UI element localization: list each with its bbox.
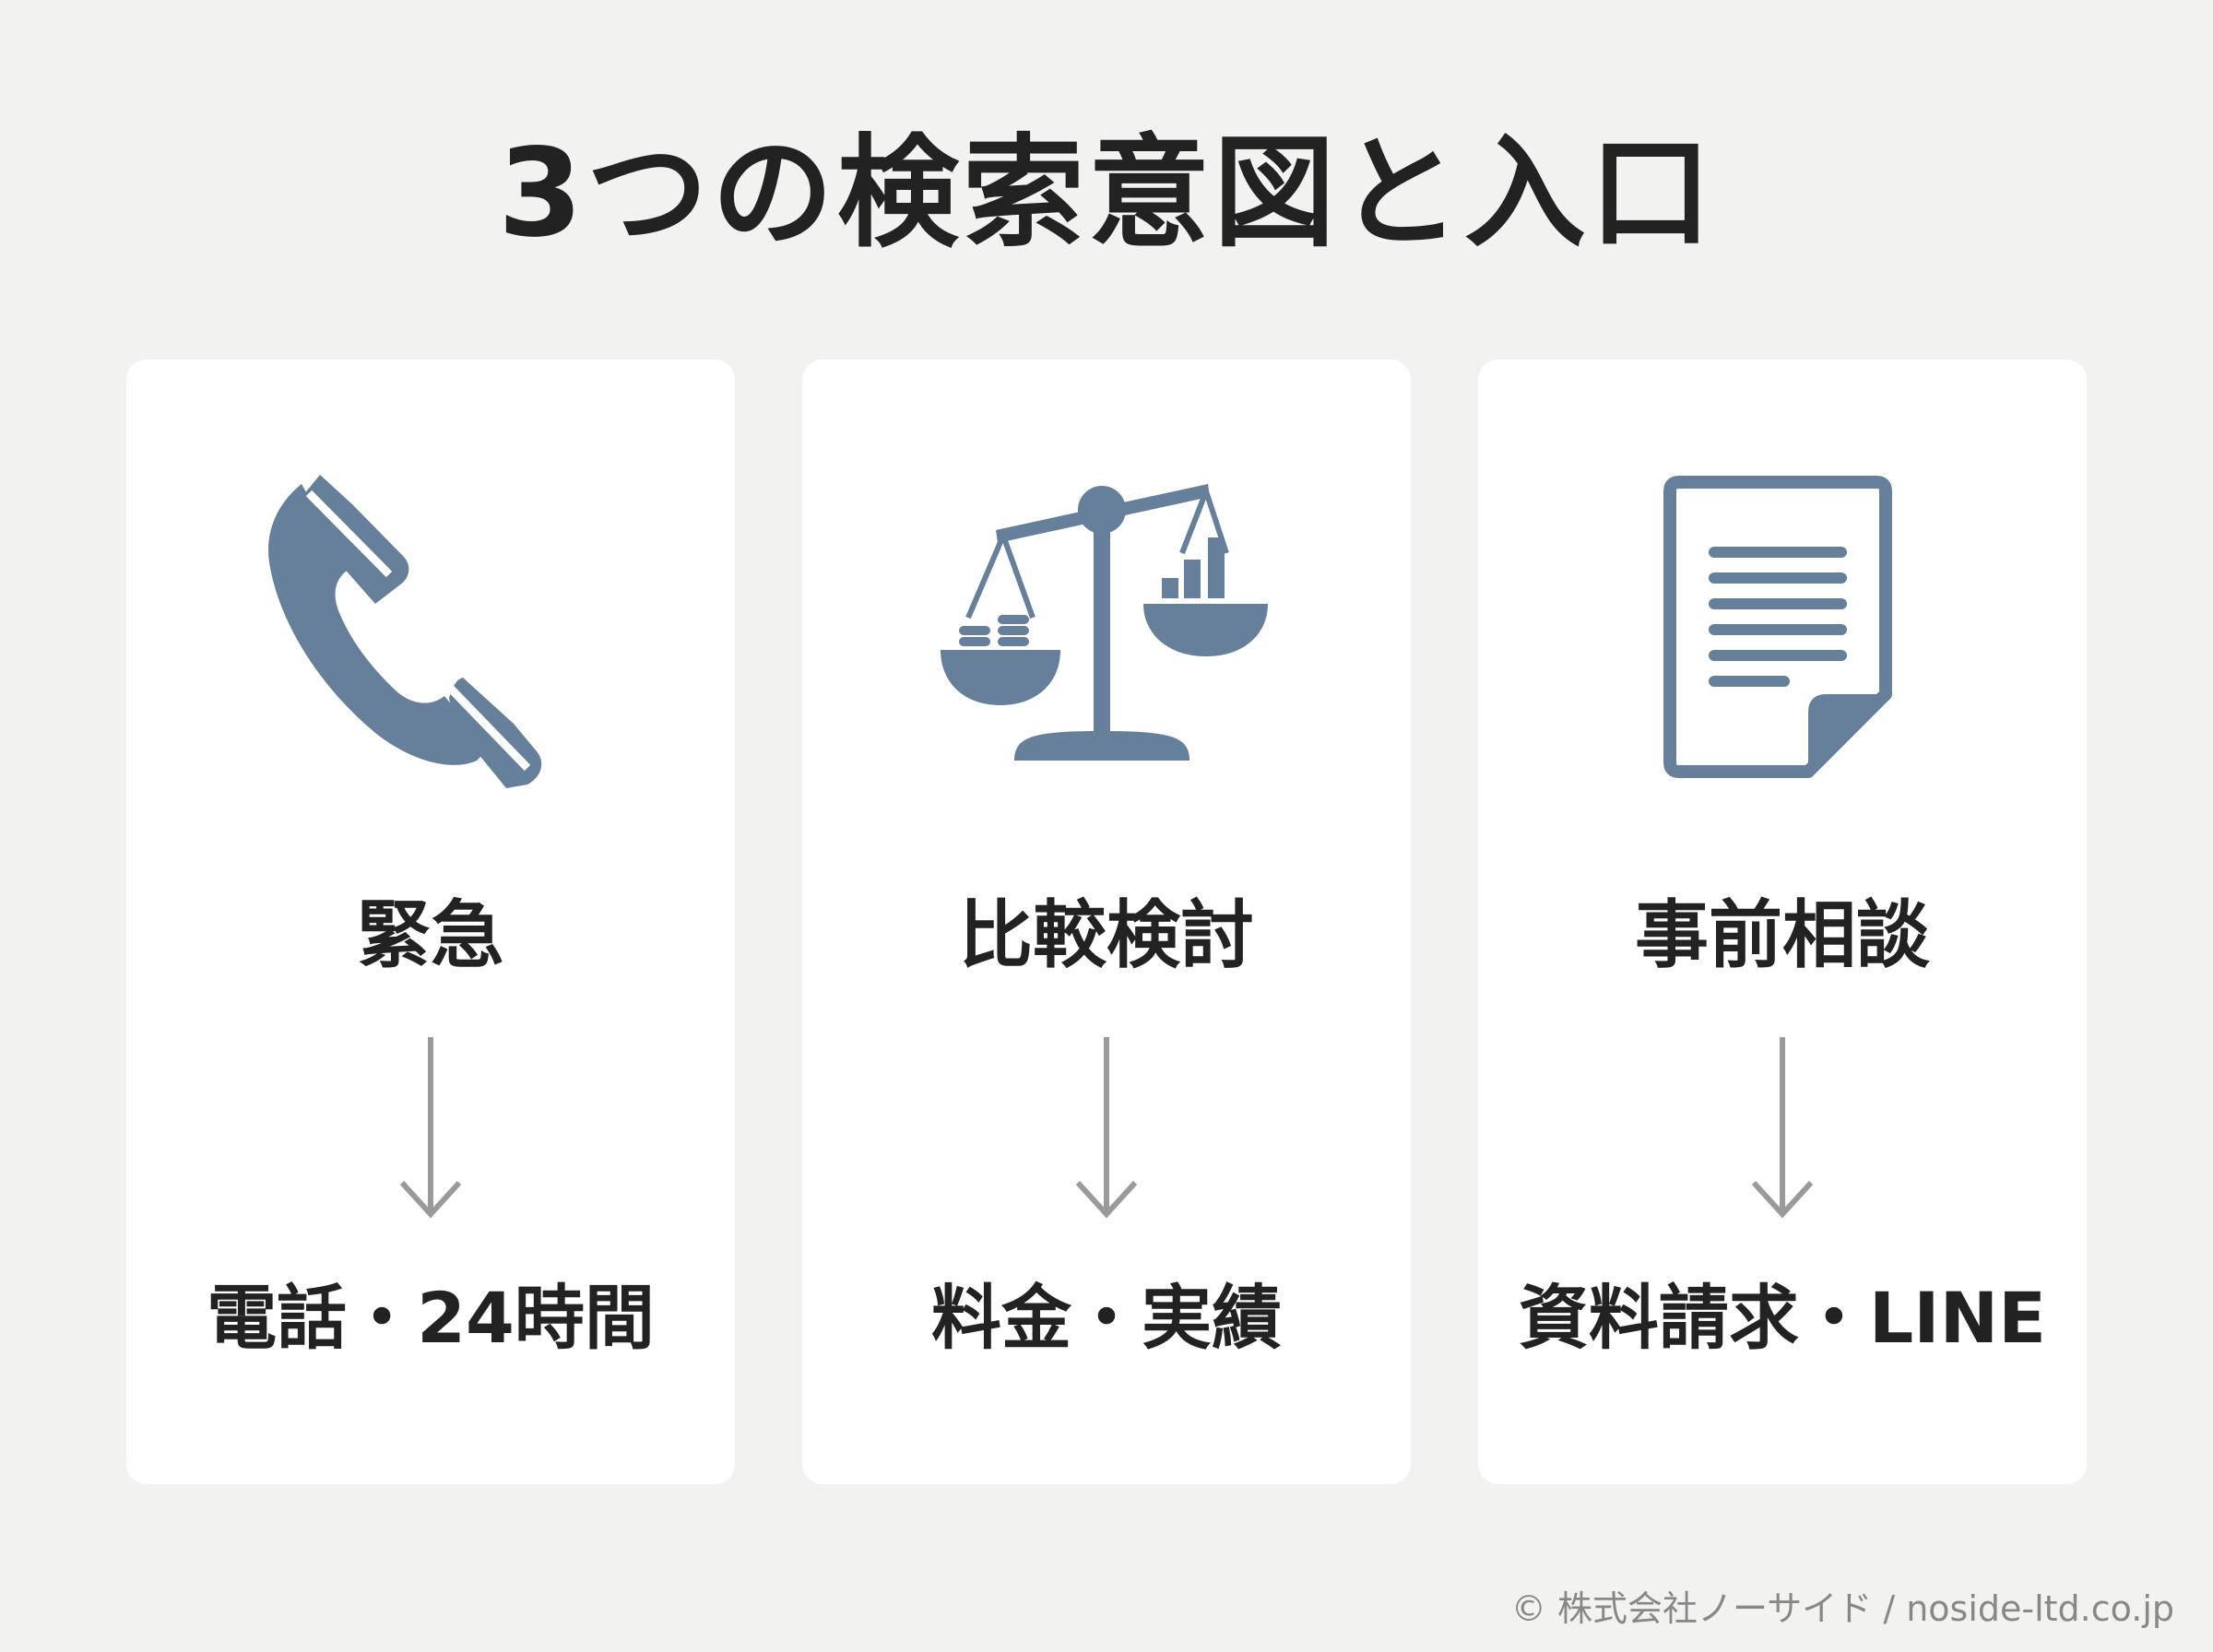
entry-point-label: 資料請求・LINE (1518, 1277, 2047, 1359)
intent-label: 事前相談 (1635, 892, 1930, 978)
document-icon (1616, 475, 1948, 788)
entry-point-label: 料金・実績 (931, 1277, 1282, 1359)
intent-label: 緊急 (357, 892, 504, 978)
balance-scale-icon (941, 475, 1272, 788)
intent-card-compare: 比較検討 料金・実績 (802, 360, 1411, 1484)
intent-card-consult: 事前相談 資料請求・LINE (1478, 360, 2087, 1484)
intent-card-urgent: 緊急 電話・24時間 (126, 360, 735, 1484)
copyright-footer: © 株式会社ノーサイド / noside-ltd.co.jp (1510, 1588, 2174, 1629)
down-arrow-icon (1065, 1037, 1148, 1221)
down-arrow-icon (1741, 1037, 1824, 1221)
intent-label: 比較検討 (959, 892, 1254, 978)
entry-point-label: 電話・24時間 (207, 1277, 655, 1359)
down-arrow-icon (389, 1037, 472, 1221)
page-title: 3つの検索意図と入口 (498, 123, 1715, 265)
phone-icon (265, 475, 597, 788)
